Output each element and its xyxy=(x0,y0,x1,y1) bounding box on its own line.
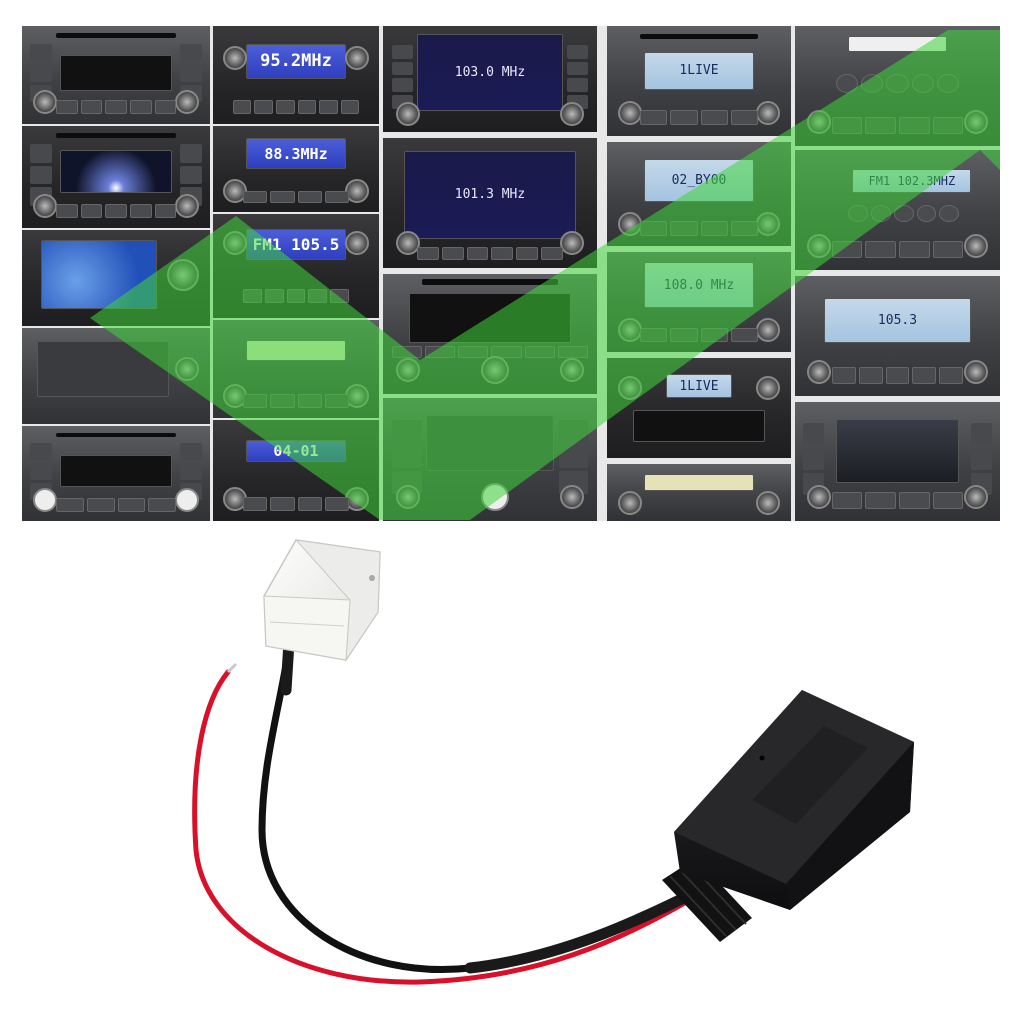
black-cable-parallel xyxy=(464,884,706,974)
red-wire-tip xyxy=(226,662,238,674)
white-connector xyxy=(263,539,381,662)
receiver-box xyxy=(674,690,914,910)
led-indicator xyxy=(759,755,765,761)
red-wire xyxy=(192,669,693,985)
